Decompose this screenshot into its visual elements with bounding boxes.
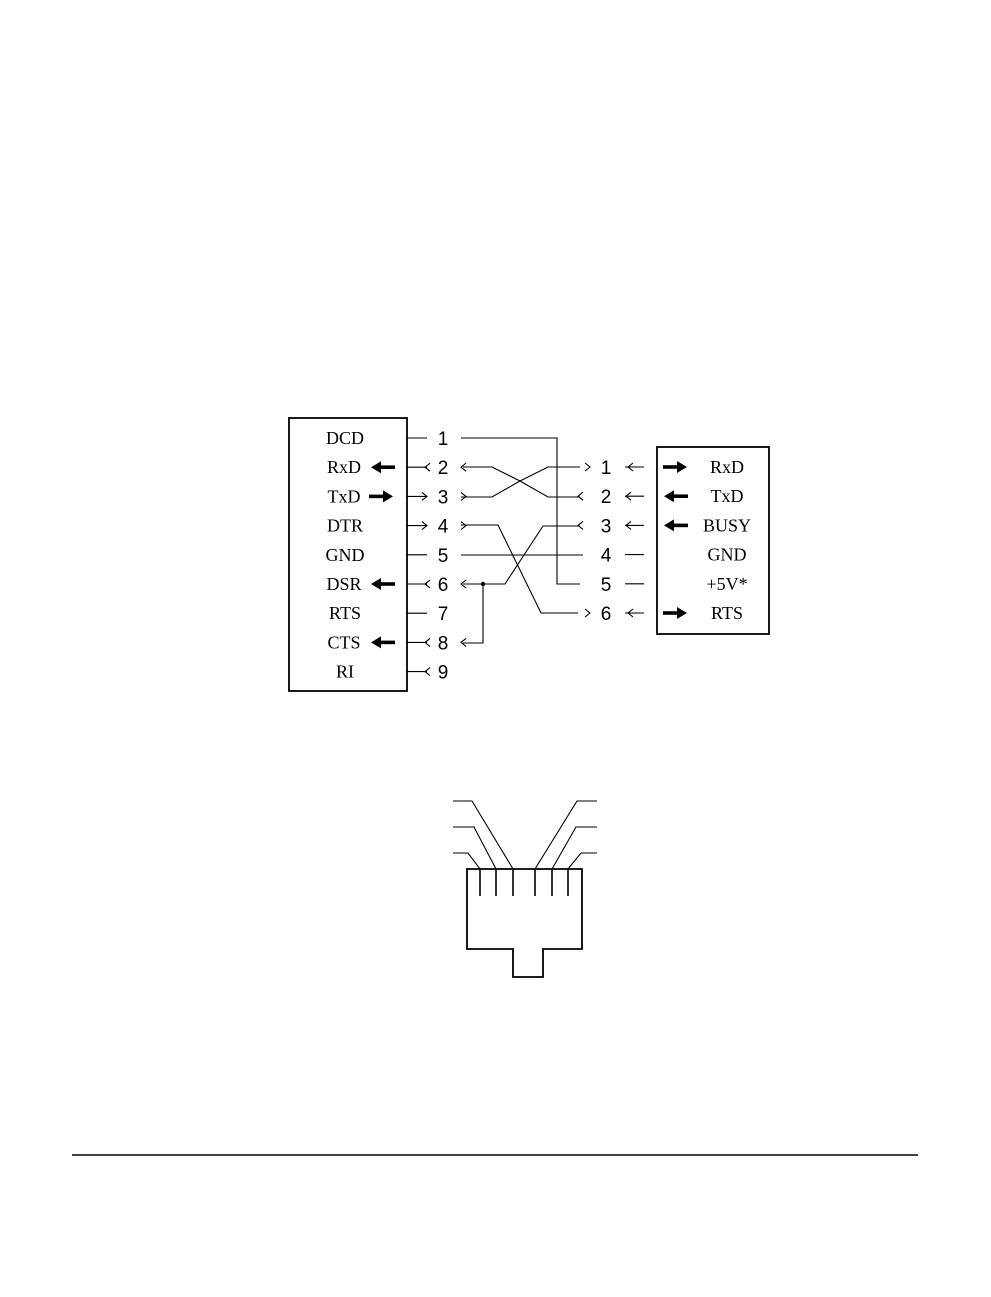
right-pin-3-in-arrow-icon (664, 519, 688, 531)
right-pin-1-label: RxD (710, 457, 744, 477)
left-pin-8-number: 8 (438, 633, 449, 654)
right-pin-1-out-arrow-icon (663, 461, 687, 473)
right-pin-1-wire-tick-icon (585, 463, 590, 471)
wire-l3-r2 (461, 481, 580, 497)
left-pin-2-in-arrow-icon (371, 461, 395, 473)
left-pin-6-tick-icon (425, 580, 430, 588)
right-pin-5-number: 5 (601, 575, 612, 596)
left-pin-4-wire-tick-icon (461, 522, 466, 530)
left-pin-1-label: DCD (326, 428, 364, 448)
plug-contacts (480, 869, 568, 896)
left-pin-8-tick-icon (425, 638, 430, 646)
left-pin-3-number: 3 (438, 487, 449, 508)
left-pin-6-in-arrow-icon (371, 578, 395, 590)
right-pin-4-label: GND (708, 545, 747, 565)
left-pin-3-out-arrow-icon (369, 490, 393, 502)
left-pin-8-label: CTS (327, 632, 360, 652)
plug-body (467, 869, 582, 977)
left-pin-7-number: 7 (438, 604, 449, 625)
right-pin-1-number: 1 (601, 458, 612, 479)
right-pin-6-wire-tick-icon (585, 609, 590, 617)
wire-l1-r5 (461, 438, 580, 584)
left-pin-3-label: TxD (328, 486, 361, 506)
right-pin-3-number: 3 (601, 516, 612, 537)
right-pin-2-wire-tick-icon (578, 492, 583, 500)
left-pin-2-tick-icon (425, 463, 430, 471)
left-pin-5-number: 5 (438, 546, 449, 567)
right-connector: 1 RxD 2 TxD 3 BUSY 4 GND 5 +5V* 6 RTS (578, 447, 769, 634)
left-pin-4-label: DTR (327, 516, 363, 536)
left-pin-2-label: RxD (327, 457, 361, 477)
left-pin-8-wire-tick-icon (461, 638, 466, 646)
left-pin-6-label: DSR (326, 574, 361, 594)
right-pin-6-label: RTS (711, 603, 743, 623)
left-pin-3-wire-tick-icon (461, 492, 466, 500)
left-pin-4-number: 4 (438, 517, 449, 538)
wire-group (461, 438, 583, 643)
right-pin-list: 1 RxD 2 TxD 3 BUSY 4 GND 5 +5V* 6 RTS (578, 457, 751, 625)
left-pin-7-label: RTS (329, 603, 361, 623)
right-pin-3-wire-tick-icon (578, 521, 583, 529)
left-pin-9-tick-icon (425, 668, 430, 676)
right-pin-2-label: TxD (711, 486, 744, 506)
left-pin-6-number: 6 (438, 575, 449, 596)
left-pin-8-in-arrow-icon (371, 636, 395, 648)
left-pin-1-number: 1 (438, 429, 449, 450)
right-pin-2-in-arrow-icon (664, 490, 688, 502)
wire-l6-l8 (463, 584, 483, 643)
left-pin-9-label: RI (336, 662, 354, 682)
left-pin-5-label: GND (326, 545, 365, 565)
right-pin-4-number: 4 (601, 546, 612, 567)
wire-junction-dot (481, 582, 485, 586)
right-pin-6-number: 6 (601, 604, 612, 625)
plug-wires (453, 801, 597, 869)
modular-plug-icon (453, 801, 597, 977)
right-pin-5-label: +5V* (706, 574, 747, 594)
right-pin-6-out-arrow-icon (663, 607, 687, 619)
wire-l2-r1 (463, 467, 580, 481)
right-pin-3-label: BUSY (703, 515, 751, 535)
left-pin-9-number: 9 (438, 663, 449, 684)
left-pin-2-number: 2 (438, 458, 449, 479)
right-pin-2-number: 2 (601, 487, 612, 508)
wire-l4-r6 (461, 525, 578, 613)
